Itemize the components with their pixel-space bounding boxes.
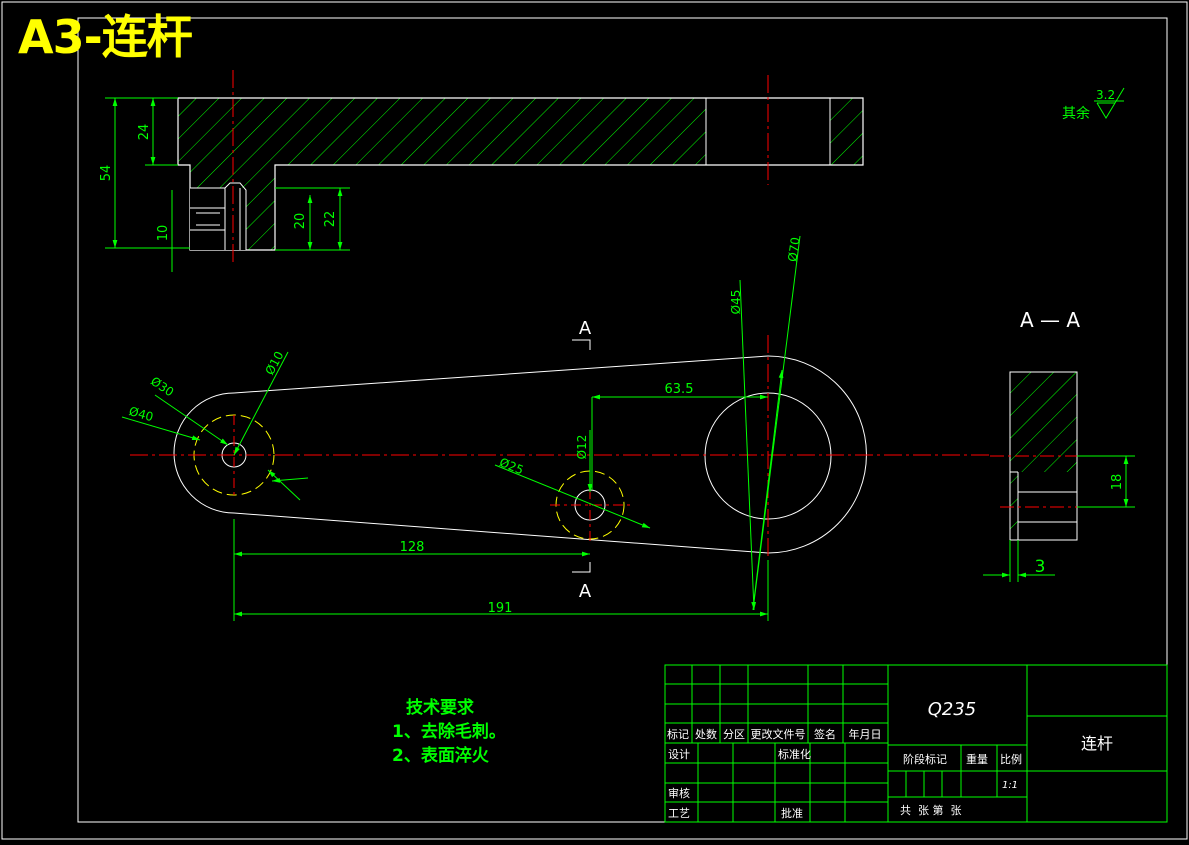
tech-requirements: 技术要求 1、去除毛刺。 2、表面淬火 bbox=[392, 696, 506, 768]
dim-phi10: Ø10 bbox=[262, 349, 286, 377]
dim-3: 3 bbox=[1035, 557, 1046, 577]
tb-review: 审核 bbox=[668, 786, 690, 800]
dim-22: 22 bbox=[323, 211, 338, 228]
dim-phi25: Ø25 bbox=[497, 455, 525, 477]
tb-approve: 批准 bbox=[781, 806, 803, 820]
tb-label-zone: 分区 bbox=[723, 728, 745, 741]
tb-label-date: 年月日 bbox=[849, 727, 882, 741]
section-mark-top: A bbox=[579, 318, 592, 339]
tb-scale-value: 1:1 bbox=[1002, 780, 1018, 791]
section-mark-bottom: A bbox=[579, 581, 592, 602]
part-name-text: 连杆 bbox=[1081, 734, 1113, 753]
dim-phi40: Ø40 bbox=[127, 404, 155, 424]
tech-requirement-item-1: 1、去除毛刺。 bbox=[392, 722, 506, 742]
dim-20: 20 bbox=[293, 213, 308, 230]
tb-sheets: 共 张 第 张 bbox=[900, 803, 961, 817]
dim-10: 10 bbox=[156, 225, 171, 242]
tb-label-count: 处数 bbox=[695, 728, 717, 741]
title-block-grid bbox=[664, 664, 1168, 823]
tb-label-mark: 标记 bbox=[667, 727, 689, 741]
material-text: Q235 bbox=[928, 699, 977, 720]
tb-weight: 重量 bbox=[966, 752, 988, 766]
tb-label-sign: 签名 bbox=[814, 727, 836, 741]
tech-requirements-heading: 技术要求 bbox=[406, 698, 474, 718]
drawing-title: A3-连杆 bbox=[18, 10, 193, 64]
tb-scale-label: 比例 bbox=[1000, 752, 1022, 766]
tb-label-change-doc: 更改文件号 bbox=[751, 727, 806, 741]
dim-phi12: Ø12 bbox=[575, 435, 589, 460]
dim-phi45: Ø45 bbox=[729, 290, 743, 315]
front-view bbox=[130, 335, 990, 575]
tb-stage-mark: 阶段标记 bbox=[903, 752, 947, 766]
dim-phi30: Ø30 bbox=[148, 374, 176, 399]
dim-18: 18 bbox=[1110, 474, 1125, 491]
top-section-view bbox=[105, 70, 864, 272]
dim-63-5: 63.5 bbox=[665, 382, 694, 397]
roughness-symbol bbox=[1094, 87, 1125, 119]
dim-24: 24 bbox=[137, 124, 152, 141]
tb-design: 设计 bbox=[668, 748, 690, 761]
dim-54: 54 bbox=[99, 165, 114, 182]
roughness-value: 3.2 bbox=[1096, 88, 1115, 102]
dim-191: 191 bbox=[488, 601, 513, 616]
section-a-a-view bbox=[983, 371, 1135, 582]
dim-128: 128 bbox=[400, 540, 425, 555]
drawing-frame bbox=[77, 17, 1168, 823]
section-label: A — A bbox=[1020, 308, 1080, 332]
tb-process: 工艺 bbox=[668, 807, 690, 820]
roughness-label: 其余 bbox=[1062, 105, 1090, 122]
tb-standardize: 标准化 bbox=[778, 747, 811, 761]
dim-phi70: Ø70 bbox=[785, 236, 802, 262]
tech-requirement-item-2: 2、表面淬火 bbox=[392, 746, 489, 766]
front-dimensions bbox=[121, 235, 801, 621]
